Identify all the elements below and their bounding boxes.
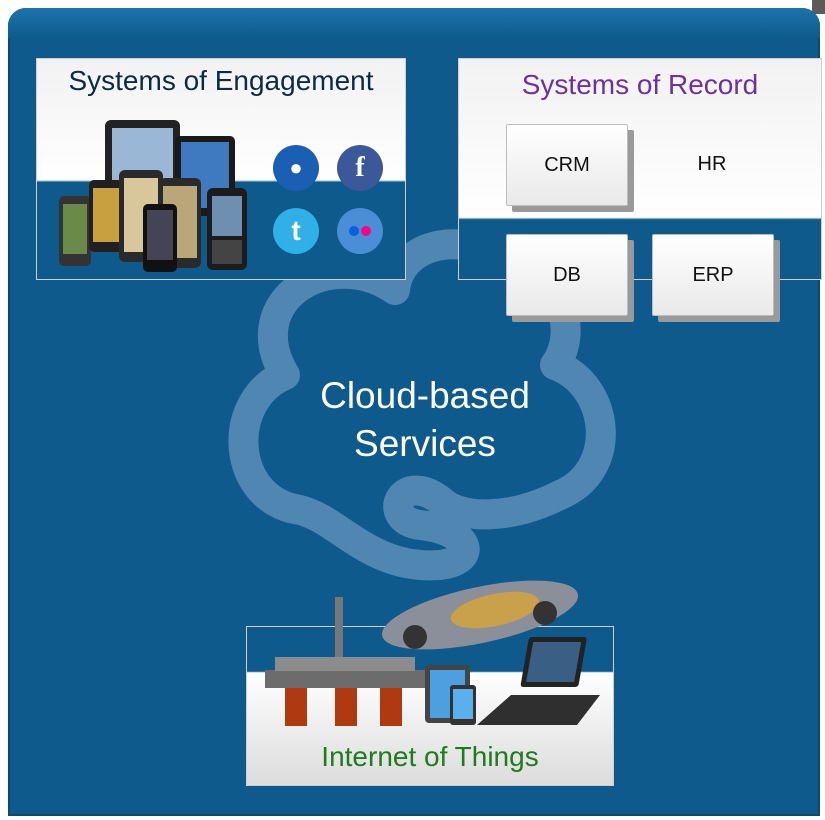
crm-box: CRM bbox=[506, 124, 628, 206]
hr-box: HR bbox=[652, 124, 772, 204]
background-highlight bbox=[8, 8, 820, 38]
erp-box: ERP bbox=[652, 234, 774, 316]
corner-mark bbox=[812, 0, 825, 14]
facebook-icon: f bbox=[337, 145, 383, 191]
cloud-line-2: Services bbox=[354, 423, 496, 464]
iot-devices-image bbox=[265, 580, 600, 726]
hr-label: HR bbox=[697, 152, 727, 175]
location-pin-icon: ● bbox=[273, 145, 319, 191]
crm-label: CRM bbox=[544, 153, 590, 176]
cloud-services-label: Cloud-based Services bbox=[260, 372, 590, 468]
twitter-icon: t bbox=[273, 208, 319, 254]
iot-title: Internet of Things bbox=[321, 741, 539, 772]
db-label: DB bbox=[553, 263, 581, 286]
engagement-title: Systems of Engagement bbox=[68, 65, 374, 96]
cloud-line-1: Cloud-based bbox=[320, 375, 530, 416]
db-box: DB bbox=[506, 234, 628, 316]
flickr-icon bbox=[337, 208, 383, 254]
erp-label: ERP bbox=[692, 263, 734, 286]
record-title: Systems of Record bbox=[521, 69, 759, 100]
mobile-devices-image bbox=[59, 120, 247, 272]
